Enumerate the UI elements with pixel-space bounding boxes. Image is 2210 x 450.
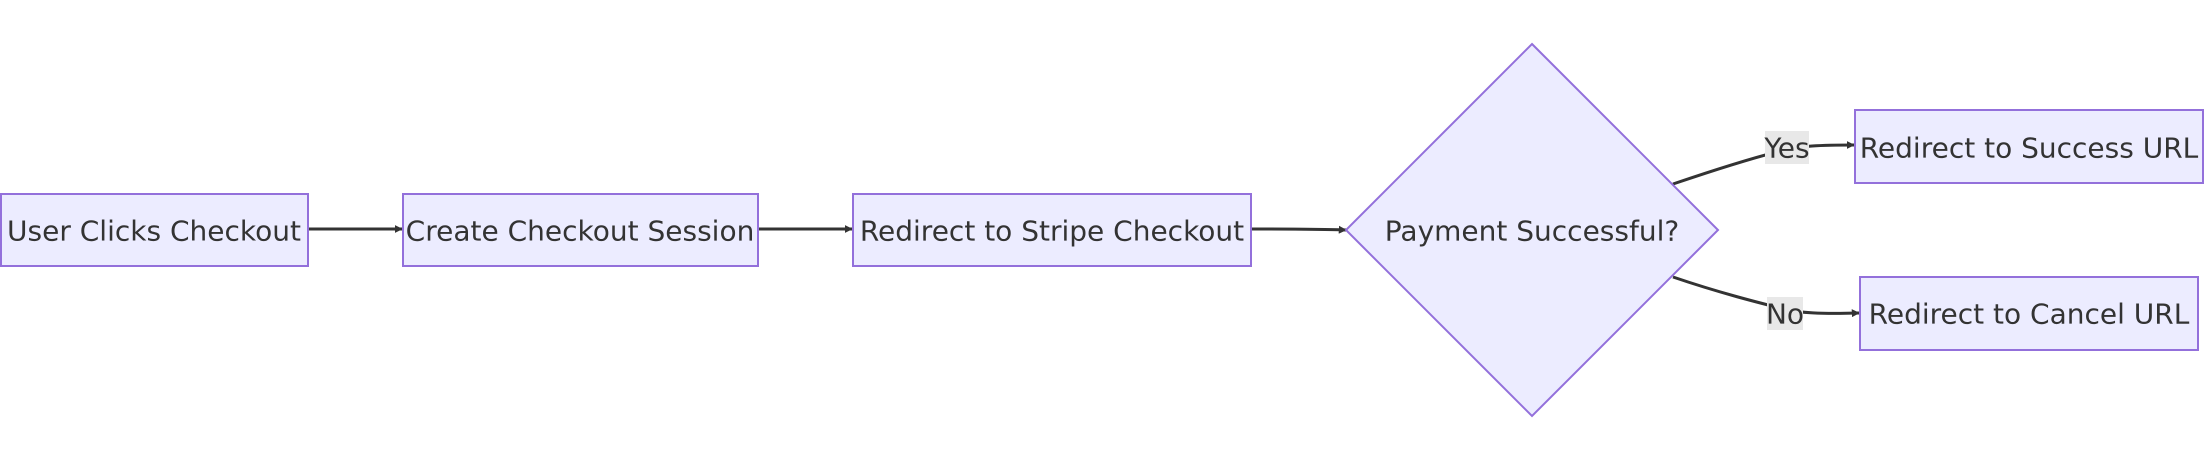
node-user-clicks-checkout-label: User Clicks Checkout <box>7 215 301 248</box>
node-redirect-to-stripe-checkout-box <box>852 193 1252 267</box>
node-redirect-to-stripe-checkout[interactable]: Redirect to Stripe Checkout <box>852 193 1252 267</box>
node-redirect-to-cancel-url-box <box>1859 276 2199 351</box>
node-payment-successful-diamond <box>1344 42 1720 418</box>
node-redirect-to-success-url-label: Redirect to Success URL <box>1860 132 2199 165</box>
edge-label-no-background <box>1767 297 1803 330</box>
edge-redirect-stripe-to-decision <box>1251 225 1347 234</box>
node-redirect-to-success-url-box <box>1854 109 2204 184</box>
node-create-checkout-session-label: Create Checkout Session <box>406 215 755 248</box>
node-redirect-to-cancel-url-label: Redirect to Cancel URL <box>1869 298 2190 331</box>
edge-label-yes: Yes <box>1763 131 1810 165</box>
edge-label-no: No <box>1766 297 1804 331</box>
edge-label-yes-background <box>1765 131 1809 164</box>
node-redirect-to-stripe-checkout-label: Redirect to Stripe Checkout <box>860 215 1244 248</box>
node-user-clicks-checkout-box <box>0 193 309 267</box>
node-create-checkout-session-box <box>402 193 759 267</box>
edge-label-no-text: No <box>1766 298 1804 331</box>
node-redirect-to-cancel-url[interactable]: Redirect to Cancel URL <box>1859 276 2199 351</box>
node-user-clicks-checkout[interactable]: User Clicks Checkout <box>0 193 309 267</box>
node-payment-successful-decision[interactable]: Payment Successful? <box>1344 42 1720 418</box>
node-create-checkout-session[interactable]: Create Checkout Session <box>402 193 759 267</box>
edge-label-yes-text: Yes <box>1763 132 1809 165</box>
node-redirect-to-success-url[interactable]: Redirect to Success URL <box>1854 109 2204 184</box>
node-payment-successful-label: Payment Successful? <box>1385 215 1679 248</box>
